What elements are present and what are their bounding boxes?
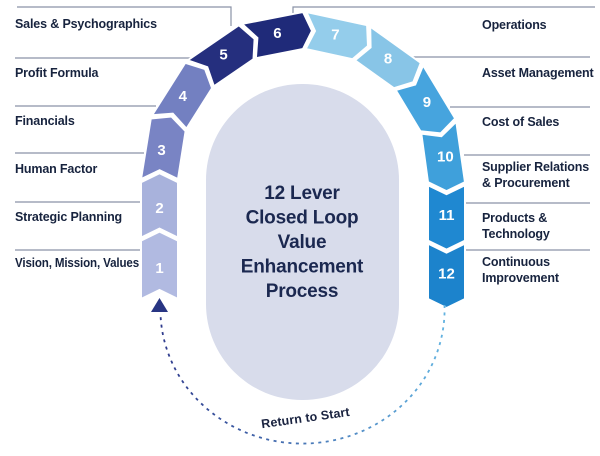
- separator-line-left-top: [17, 6, 232, 26]
- label-lever-5: Profit Formula: [15, 66, 100, 80]
- label-lever-12-line2: Improvement: [482, 271, 560, 285]
- right-labels: Operations Asset Management Cost of Sale…: [482, 18, 595, 285]
- center-capsule: [206, 84, 399, 400]
- lever-number-6: 6: [273, 25, 281, 42]
- label-lever-11-line2: Technology: [482, 227, 550, 241]
- lever-number-12: 12: [438, 266, 455, 283]
- lever-number-1: 1: [155, 260, 163, 277]
- label-lever-9: Cost of Sales: [482, 115, 559, 129]
- label-lever-3: Human Factor: [15, 162, 98, 176]
- lever-chevron-12: [427, 242, 466, 310]
- lever-number-2: 2: [155, 200, 163, 217]
- lever-chevron-5: [185, 23, 256, 88]
- label-lever-12-line1: Continuous: [482, 255, 550, 269]
- label-lever-11-line1: Products &: [482, 211, 547, 225]
- lever-chevron-3: [139, 115, 187, 181]
- lever-number-9: 9: [423, 94, 431, 111]
- label-lever-7: Operations: [482, 18, 547, 32]
- center-title-line-4: Enhancement: [241, 257, 364, 278]
- lever-number-3: 3: [157, 142, 165, 159]
- lever-chevron-4: [150, 61, 214, 131]
- return-arrow-icon: [151, 298, 168, 312]
- label-lever-10-line2: & Procurement: [482, 176, 571, 190]
- lever-number-4: 4: [179, 88, 188, 105]
- center-title-line-3: Value: [278, 232, 327, 253]
- center-title: 12 Lever Closed Loop Value Enhancement P…: [241, 183, 364, 302]
- left-labels: Sales & Psychographics Profit Formula Fi…: [15, 17, 157, 270]
- lever-chevron-9: [394, 63, 457, 135]
- label-lever-6: Sales & Psychographics: [15, 17, 157, 31]
- lever-chevron-11: [427, 183, 466, 251]
- return-to-start-label: Return to Start: [260, 405, 351, 431]
- lever-chevron-6: [239, 10, 314, 60]
- lever-number-11: 11: [439, 207, 455, 224]
- lever-number-8: 8: [384, 51, 392, 68]
- label-lever-10-line1: Supplier Relations: [482, 160, 589, 174]
- label-lever-2: Strategic Planning: [15, 210, 122, 224]
- lever-number-10: 10: [437, 149, 454, 166]
- lever-chevron-2: [140, 172, 179, 240]
- lever-chevron-10: [420, 119, 467, 193]
- center-title-line-5: Process: [266, 281, 339, 302]
- label-lever-4: Financials: [15, 114, 75, 128]
- return-loop-path: [159, 304, 446, 445]
- label-lever-1: Vision, Mission, Values: [15, 256, 139, 270]
- lever-number-7: 7: [331, 26, 339, 43]
- center-title-line-2: Closed Loop: [246, 208, 359, 229]
- lever-chevron-8: [353, 24, 423, 90]
- lever-chevron-1: [140, 230, 179, 301]
- label-lever-8: Asset Management: [482, 66, 595, 80]
- lever-chevron-7: [304, 10, 370, 61]
- lever-number-5: 5: [219, 47, 227, 64]
- center-title-line-1: 12 Lever: [264, 183, 340, 204]
